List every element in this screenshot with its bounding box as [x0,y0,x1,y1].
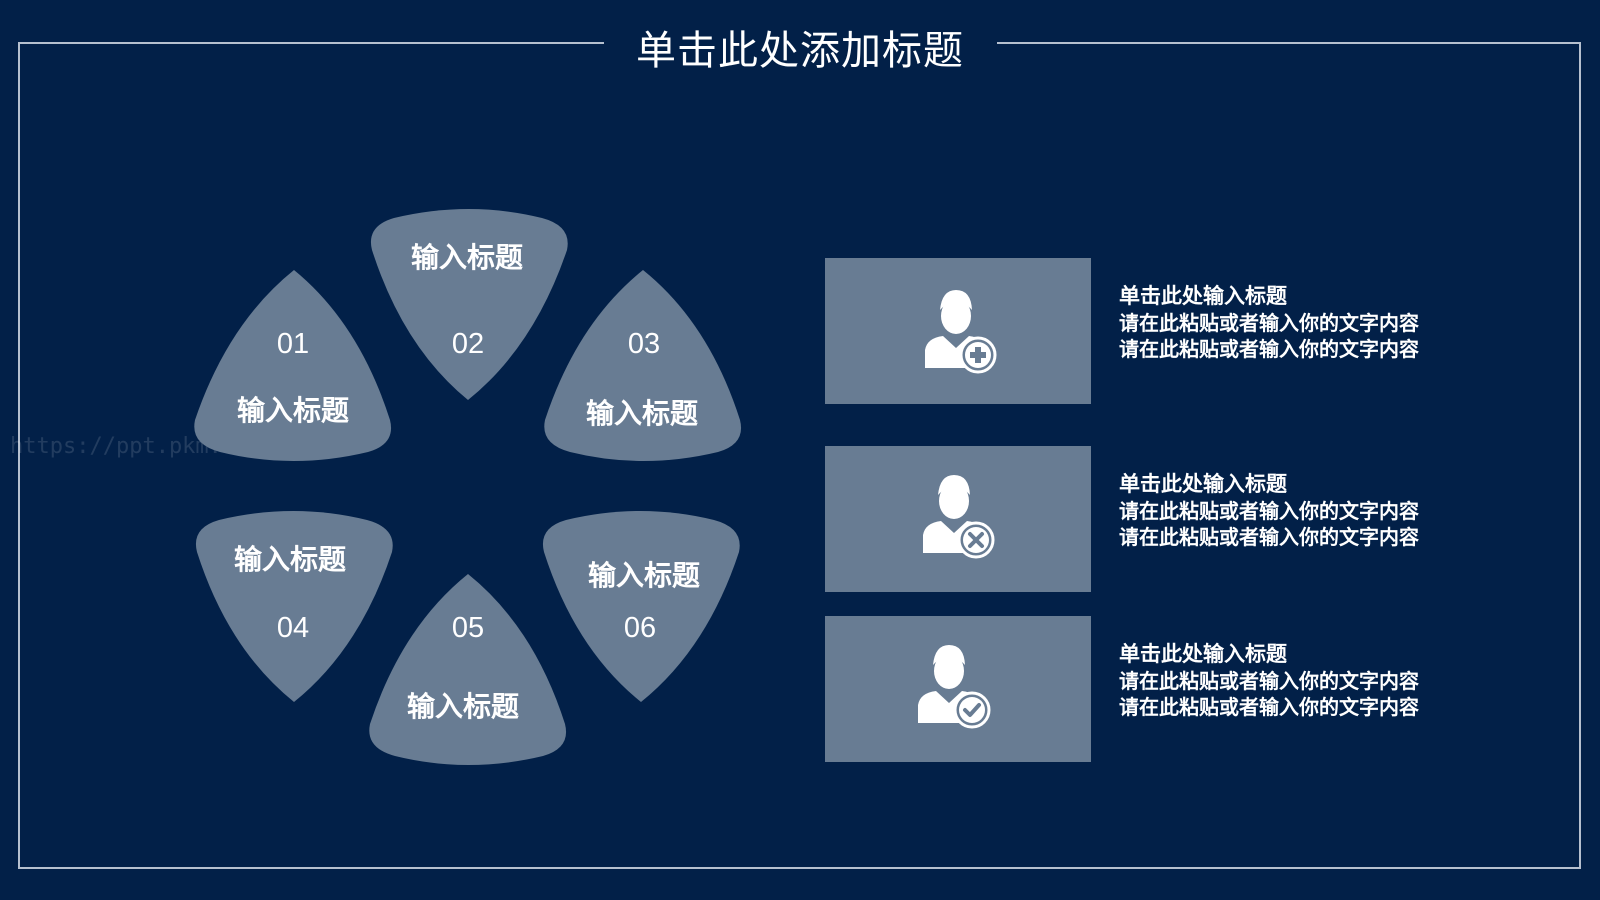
petal-05-title: 输入标题 [407,690,519,723]
petal-06-title: 输入标题 [588,559,700,592]
card-3-heading[interactable]: 单击此处输入标题 [1119,642,1287,666]
info-card-2[interactable] [825,446,1091,592]
petal-02[interactable]: 输入标题 02 [370,209,568,400]
info-card-3[interactable] [825,616,1091,762]
card-1-line-2[interactable]: 请在此粘贴或者输入你的文字内容 [1119,337,1419,361]
petal-05[interactable]: 05 输入标题 [369,574,567,765]
info-card-1[interactable] [825,258,1091,404]
petal-01-title: 输入标题 [237,394,349,427]
user-add-icon [925,290,997,374]
petal-03[interactable]: 03 输入标题 [544,270,742,461]
card-3-line-2[interactable]: 请在此粘贴或者输入你的文字内容 [1119,695,1419,719]
petal-06-number: 06 [624,612,656,644]
frame-left-line [18,42,20,869]
petal-05-number: 05 [452,612,484,644]
petal-02-title: 输入标题 [411,241,523,274]
card-2-line-1[interactable]: 请在此粘贴或者输入你的文字内容 [1119,499,1419,523]
user-check-icon [918,645,991,729]
card-1-line-1[interactable]: 请在此粘贴或者输入你的文字内容 [1119,311,1419,335]
frame-top-right-line [997,42,1581,44]
petal-02-number: 02 [452,328,484,360]
card-1-heading[interactable]: 单击此处输入标题 [1119,284,1287,308]
petal-06[interactable]: 输入标题 06 [542,511,740,702]
slide-title[interactable]: 单击此处添加标题 [636,28,964,74]
petal-04[interactable]: 输入标题 04 [195,511,393,702]
petal-03-number: 03 [628,328,660,360]
petal-04-number: 04 [277,612,309,644]
card-2-text: 单击此处输入标题 请在此粘贴或者输入你的文字内容 请在此粘贴或者输入你的文字内容 [1119,470,1579,550]
petal-01[interactable]: 01 输入标题 [194,270,392,461]
card-3-line-1[interactable]: 请在此粘贴或者输入你的文字内容 [1119,669,1419,693]
petal-01-number: 01 [277,328,309,360]
card-2-line-2[interactable]: 请在此粘贴或者输入你的文字内容 [1119,525,1419,549]
card-3-text: 单击此处输入标题 请在此粘贴或者输入你的文字内容 请在此粘贴或者输入你的文字内容 [1119,640,1579,720]
user-remove-icon [923,475,995,559]
frame-bottom-line [18,867,1581,869]
card-2-heading[interactable]: 单击此处输入标题 [1119,472,1287,496]
petal-04-title: 输入标题 [234,543,346,576]
frame-top-left-line [18,42,604,44]
frame-right-line [1579,42,1581,869]
card-1-text: 单击此处输入标题 请在此粘贴或者输入你的文字内容 请在此粘贴或者输入你的文字内容 [1119,282,1579,362]
petal-03-title: 输入标题 [586,397,698,430]
